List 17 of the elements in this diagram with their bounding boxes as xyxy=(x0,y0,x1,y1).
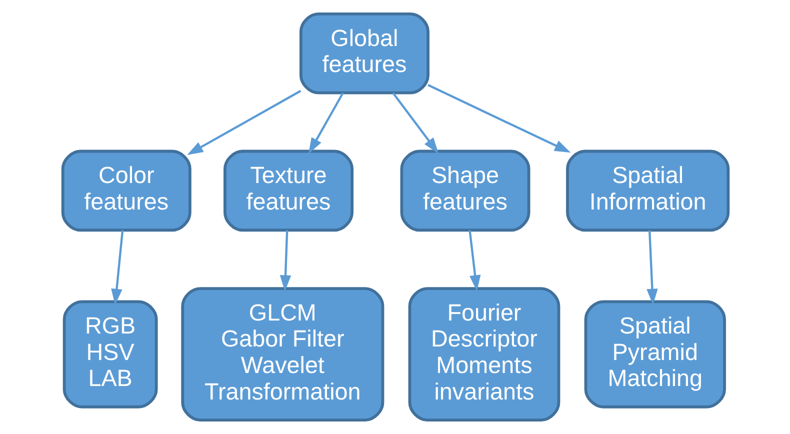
arrow xyxy=(186,90,301,155)
node-box: GLCM Gabor Filter Wavelet Transformation xyxy=(180,287,384,422)
arrow xyxy=(427,84,570,153)
node-box: Global features xyxy=(298,12,429,94)
arrow xyxy=(392,92,438,154)
node-box: Spatial Information xyxy=(566,150,730,232)
node-box: RGB HSV LAB xyxy=(62,300,158,408)
arrow xyxy=(308,92,344,154)
node-box: Color features xyxy=(60,150,191,232)
node-box: Texture features xyxy=(223,150,353,232)
arrow xyxy=(468,230,480,292)
node-box: Shape features xyxy=(400,150,530,232)
arrow xyxy=(279,230,291,292)
node-box: Spatial Pyramid Matching xyxy=(584,300,726,408)
arrow xyxy=(110,230,124,305)
node-box: Fourier Descriptor Moments invariants xyxy=(408,287,560,422)
arrow xyxy=(646,230,658,305)
